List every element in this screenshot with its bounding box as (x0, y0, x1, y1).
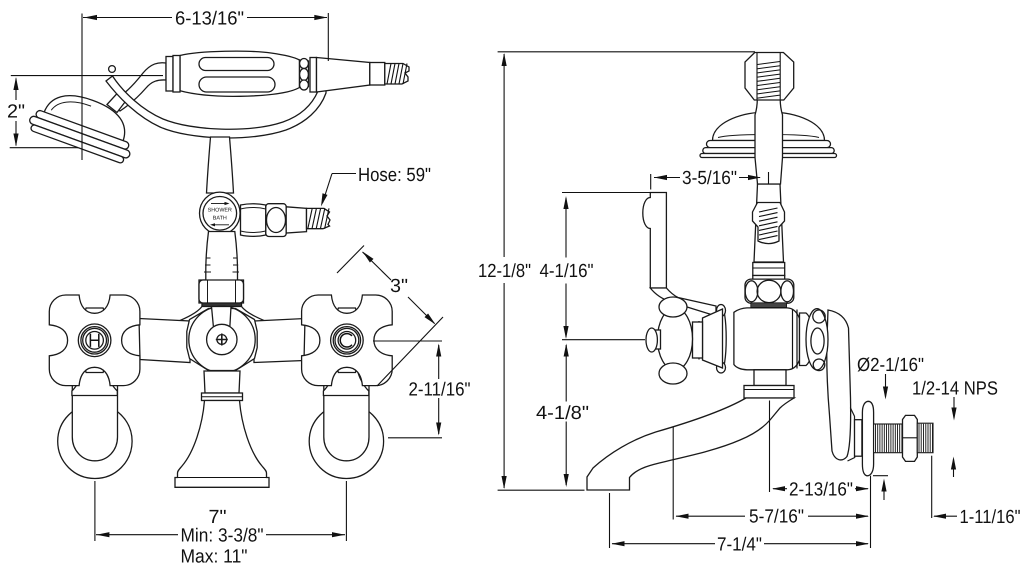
svg-text:7-1/4": 7-1/4" (717, 535, 762, 556)
svg-text:Min: 3-3/8": Min: 3-3/8" (181, 526, 264, 547)
svg-text:4-1/8": 4-1/8" (536, 403, 589, 424)
svg-text:1-11/16": 1-11/16" (960, 507, 1021, 528)
svg-text:3-5/16": 3-5/16" (682, 168, 737, 189)
svg-text:12-1/8": 12-1/8" (478, 261, 531, 282)
svg-text:4-1/16": 4-1/16" (540, 261, 594, 282)
svg-text:6-13/16": 6-13/16" (175, 9, 244, 30)
svg-text:2-13/16": 2-13/16" (789, 480, 853, 501)
svg-text:2-11/16": 2-11/16" (409, 380, 471, 401)
svg-text:7": 7" (209, 507, 227, 528)
svg-text:5-7/16": 5-7/16" (749, 507, 804, 528)
svg-text:Hose: 59": Hose: 59" (358, 165, 431, 186)
svg-text:Ø2-1/16": Ø2-1/16" (857, 355, 924, 376)
svg-text:Max: 11": Max: 11" (181, 547, 248, 568)
svg-text:1/2-14 NPS: 1/2-14 NPS (912, 379, 998, 400)
svg-text:BATH: BATH (213, 216, 227, 222)
svg-text:3": 3" (390, 276, 408, 297)
svg-text:SHOWER: SHOWER (208, 208, 232, 214)
svg-text:2": 2" (7, 102, 25, 123)
